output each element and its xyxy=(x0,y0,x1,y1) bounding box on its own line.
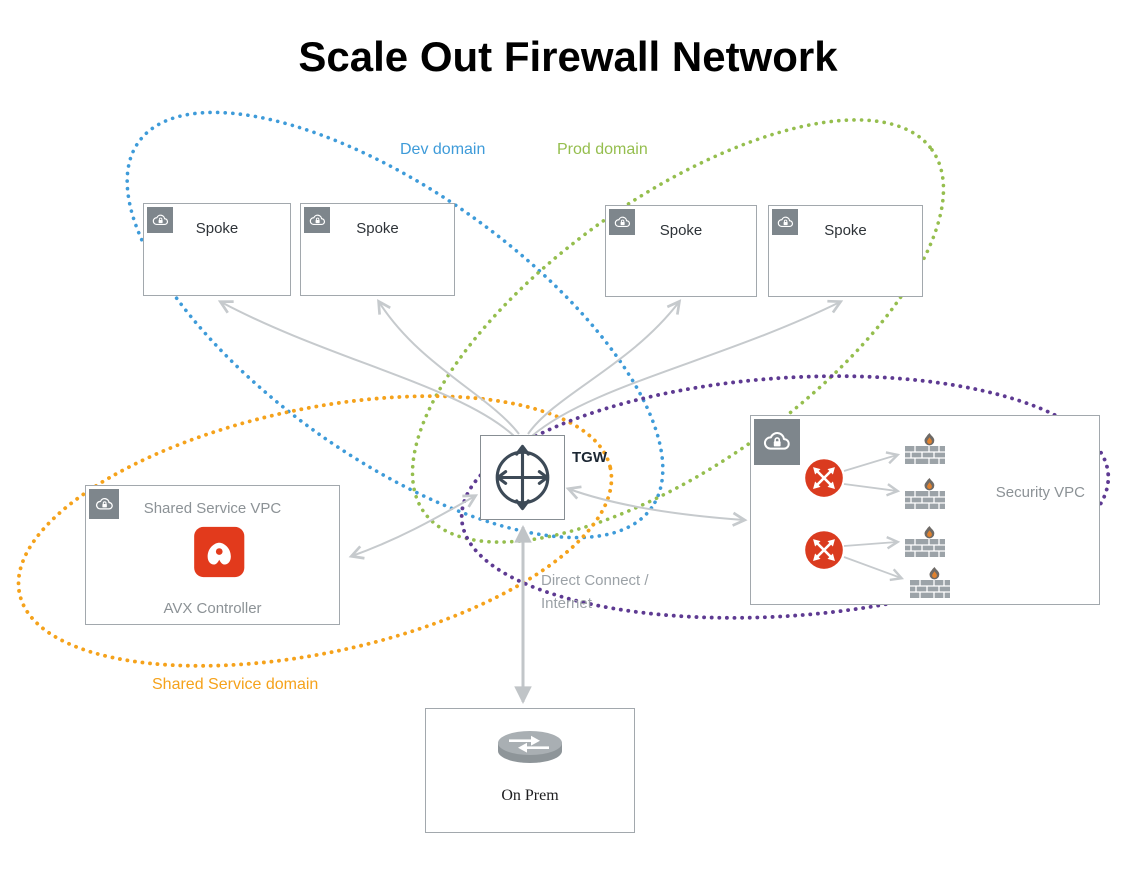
page-title: Scale Out Firewall Network xyxy=(298,33,838,80)
vpc-cloud-lock-icon xyxy=(754,419,800,465)
on-prem-router-icon xyxy=(498,731,562,763)
security-internal-arrows xyxy=(843,451,905,582)
firewall-icon xyxy=(904,477,946,510)
arrow-tgw-spoke-1 xyxy=(217,300,515,437)
spoke-vpc-box-3: Spoke xyxy=(605,205,757,297)
vpc-cloud-lock-icon xyxy=(772,209,798,235)
vpc-cloud-lock-icon xyxy=(147,207,173,233)
transit-gateway-icon xyxy=(495,444,550,511)
vpc-cloud-lock-icon xyxy=(609,209,635,235)
arrow-tgw-security xyxy=(565,485,748,527)
tgw-spoke-arrows xyxy=(217,298,844,437)
on-prem-label: On Prem xyxy=(501,787,559,804)
direct-connect-label: Direct Connect / Internet xyxy=(541,572,649,612)
firewall-icon xyxy=(909,566,951,599)
firewall-icon xyxy=(904,525,946,558)
security-internal-diagram xyxy=(803,432,951,599)
security-domain-ellipse xyxy=(459,374,1111,620)
firewall-icon xyxy=(904,432,946,465)
spoke-label: Spoke xyxy=(195,220,239,237)
aviatrix-gateway-icon xyxy=(803,529,845,571)
arrow-tgw-spoke-2 xyxy=(377,298,520,435)
on-prem-box: On Prem xyxy=(425,708,635,833)
avx-controller-icon xyxy=(193,526,244,578)
shared-service-domain-label: Shared Service domain xyxy=(152,676,319,693)
spoke-vpc-box-1: Spoke xyxy=(143,203,291,296)
dev-domain-label: Dev domain xyxy=(400,141,486,158)
tgw-box xyxy=(480,435,565,520)
shared-service-vpc-box: Shared Service VPC AVX Controller xyxy=(85,485,340,625)
shared-service-domain-ellipse xyxy=(16,394,614,668)
spoke-label: Spoke xyxy=(356,220,399,237)
arrow-tgw-spoke-3 xyxy=(527,299,682,435)
prod-domain-label: Prod domain xyxy=(557,141,648,158)
vpc-cloud-lock-icon xyxy=(89,489,119,519)
spoke-vpc-box-4: Spoke xyxy=(768,205,923,297)
arrow-tgw-spoke-4 xyxy=(531,299,844,437)
spoke-vpc-box-2: Spoke xyxy=(300,203,455,296)
vpc-cloud-lock-icon xyxy=(304,207,330,233)
avx-controller-label: AVX Controller xyxy=(163,600,262,617)
arrow-tgw-shared-service xyxy=(348,494,479,560)
tgw-label: TGW xyxy=(572,449,607,466)
spoke-label: Spoke xyxy=(824,222,867,239)
shared-service-vpc-title: Shared Service VPC xyxy=(143,500,282,517)
security-vpc-box: Security VPC xyxy=(750,415,1100,605)
aviatrix-gateway-icon xyxy=(803,457,845,499)
security-vpc-title: Security VPC xyxy=(995,484,1085,501)
spoke-label: Spoke xyxy=(659,222,703,239)
